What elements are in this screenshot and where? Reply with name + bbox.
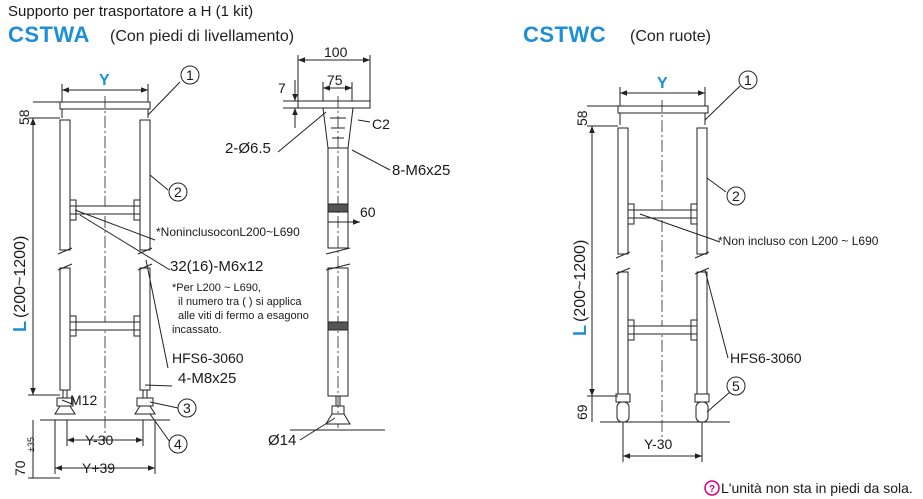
left-note-not-included: *NoninclusoconL200~L690: [156, 225, 300, 239]
left-width-label: Y: [99, 72, 110, 89]
side-width-inner: 75: [327, 72, 343, 88]
left-height-label: L: [10, 321, 30, 332]
left-bolts: 4-M8x25: [178, 370, 237, 387]
callout-4-left-label: 4: [174, 436, 182, 452]
side-holes: 2-Ø6.5: [225, 140, 271, 157]
side-view: [277, 55, 391, 441]
left-outer-width: Y+39: [82, 460, 116, 476]
right-note-not-included: *Non incluso con L200 ~ L690: [718, 234, 879, 248]
callout-1-right-label: 1: [744, 72, 752, 88]
screw-note-2: il numero tra ( ) si applica: [178, 296, 302, 308]
side-foot-diameter: Ø14: [268, 432, 297, 449]
right-inner-width: Y-30: [644, 436, 673, 452]
left-bottom-offset-tol: ±35: [26, 437, 36, 452]
right-width-label: Y: [657, 75, 668, 92]
left-frame: HFS6-3060: [172, 350, 244, 366]
right-front-view: [587, 85, 741, 462]
left-variant: (Con piedi di livellamento): [110, 28, 295, 45]
screw-note-4: incassato.: [172, 324, 222, 336]
callout-5-right-label: 5: [732, 378, 740, 394]
left-foot-thread: M12: [70, 392, 98, 408]
right-frame: HFS6-3060: [730, 350, 802, 366]
left-inner-width: Y-30: [85, 432, 114, 448]
side-profile: 60: [360, 204, 376, 220]
callout-1-left: [180, 65, 200, 85]
svg-text:?: ?: [709, 484, 715, 495]
side-width-outer: 100: [324, 44, 348, 60]
left-screws: 32(16)-M6x12: [170, 258, 264, 275]
right-bottom-offset: 69: [574, 404, 590, 420]
left-top-offset: 58: [16, 109, 32, 125]
warning-icon: ?: [704, 480, 720, 496]
right-variant: (Con ruote): [630, 28, 711, 45]
callout-2-right: [726, 186, 746, 206]
callout-2-left: [168, 182, 188, 202]
right-model-title: CSTWC: [523, 22, 607, 47]
subtitle: Supporto per trasportatore a H (1 kit): [8, 3, 254, 20]
left-bottom-offset: 70: [12, 460, 28, 476]
callout-1-left-label: 1: [186, 67, 194, 83]
screw-note-1: *Per L200 ~ L690,: [172, 282, 261, 294]
callout-3-left: [177, 398, 197, 418]
right-height-range: (200~1200): [572, 239, 589, 322]
side-plate-thickness: 7: [278, 80, 286, 96]
side-bolts: 8-M6x25: [392, 162, 451, 179]
left-model-title: CSTWA: [8, 22, 90, 47]
footer-note: L'unità non sta in piedi da sola.: [721, 480, 913, 496]
callout-2-left-label: 2: [174, 184, 182, 200]
callout-1-right: [738, 70, 758, 90]
callout-3-left-label: 3: [183, 400, 191, 416]
screw-note-3: alle viti di fermo a esagono: [178, 310, 309, 322]
callout-4-left: [168, 434, 188, 454]
left-front-view: [28, 81, 181, 479]
side-chamfer: C2: [372, 116, 390, 132]
callout-5-right: [726, 376, 746, 396]
right-height-label: L: [570, 325, 590, 336]
left-height-range: (200~1200): [12, 235, 29, 318]
callout-2-right-label: 2: [732, 188, 740, 204]
right-top-offset: 58: [574, 110, 590, 126]
